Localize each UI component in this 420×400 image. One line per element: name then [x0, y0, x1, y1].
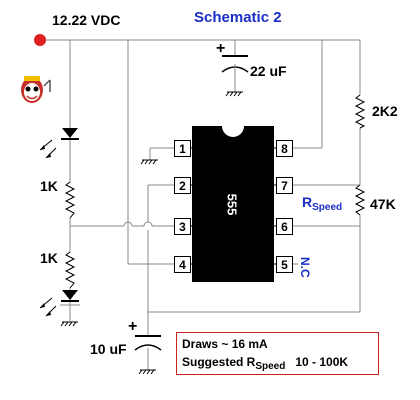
ground-symbol-pin1: [140, 159, 158, 165]
ground-symbol-led: [60, 321, 78, 327]
output-crossover: [123, 221, 133, 227]
resistor-1k-top-label: 1K: [40, 178, 58, 194]
schematic-title: Schematic 2: [194, 9, 282, 26]
output-crossover-2: [143, 221, 153, 227]
resistor-47k: [354, 184, 366, 216]
cap-bottom-plus: +: [128, 318, 138, 335]
resistor-2k2: [354, 94, 366, 129]
mascot-icon: [21, 76, 51, 103]
note-line-1: Draws ~ 16 mA: [182, 337, 268, 351]
note-line-2: Suggested RSpeed 10 - 100K: [182, 355, 349, 372]
pin-2: 2: [174, 177, 191, 194]
pin-1: 1: [174, 140, 191, 157]
capacitor-bottom: [134, 335, 162, 351]
led-top: [39, 128, 79, 159]
resistor-47k-label: 47K: [370, 196, 396, 212]
pin-7: 7: [276, 177, 293, 194]
nc-label: N.C: [298, 257, 312, 278]
cap-bottom-label: 10 uF: [90, 341, 127, 357]
pin-8: 8: [276, 140, 293, 157]
pin-3: 3: [174, 218, 191, 235]
resistor-1k-bottom-label: 1K: [40, 250, 58, 266]
ground-symbol-bottom: [138, 369, 156, 375]
pin-6: 6: [276, 218, 293, 235]
pin-4: 4: [174, 256, 191, 273]
led-bottom: [39, 290, 79, 317]
supply-label: 12.22 VDC: [52, 12, 121, 28]
speed-resistor-label: RSpeed: [302, 194, 343, 213]
chip-body: [192, 126, 274, 282]
chip-notch: [222, 126, 244, 137]
resistor-1k-top: [64, 181, 76, 219]
ground-symbol-top: [225, 91, 243, 97]
cap-top-label: 22 uF: [250, 63, 287, 79]
resistor-1k-bottom: [64, 251, 76, 289]
resistor-2k2-label: 2K2: [372, 103, 398, 119]
supply-terminal: [34, 34, 46, 46]
capacitor-top: [221, 55, 249, 80]
note-box: Draws ~ 16 mA Suggested RSpeed 10 - 100K: [176, 332, 379, 375]
chip-name: 555: [224, 193, 240, 216]
pin-5: 5: [276, 256, 293, 273]
cap-top-plus: +: [216, 40, 226, 57]
